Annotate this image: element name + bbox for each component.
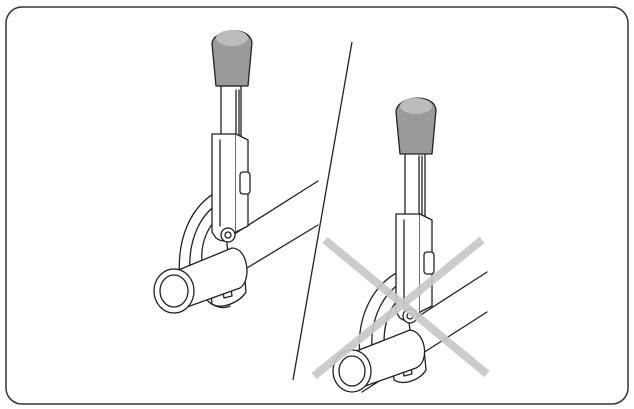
left-tube-end-inner	[159, 274, 189, 308]
prohibited-cross-mark	[311, 236, 490, 380]
left-panel	[153, 30, 319, 314]
left-grip-highlight	[216, 30, 248, 46]
cross-stroke-a	[322, 236, 490, 378]
right-tube-end-inner	[338, 355, 366, 387]
right-tube-body	[353, 329, 426, 391]
left-handle-shaft	[220, 85, 242, 139]
left-body-plate	[211, 133, 237, 242]
outer-frame	[5, 6, 629, 405]
left-pivot-center	[224, 231, 232, 239]
panel-divider	[292, 41, 353, 381]
cross-stroke-b	[311, 236, 485, 380]
right-knob-side	[423, 251, 435, 275]
right-grip-highlight	[400, 98, 432, 114]
left-knob-side	[239, 171, 251, 195]
